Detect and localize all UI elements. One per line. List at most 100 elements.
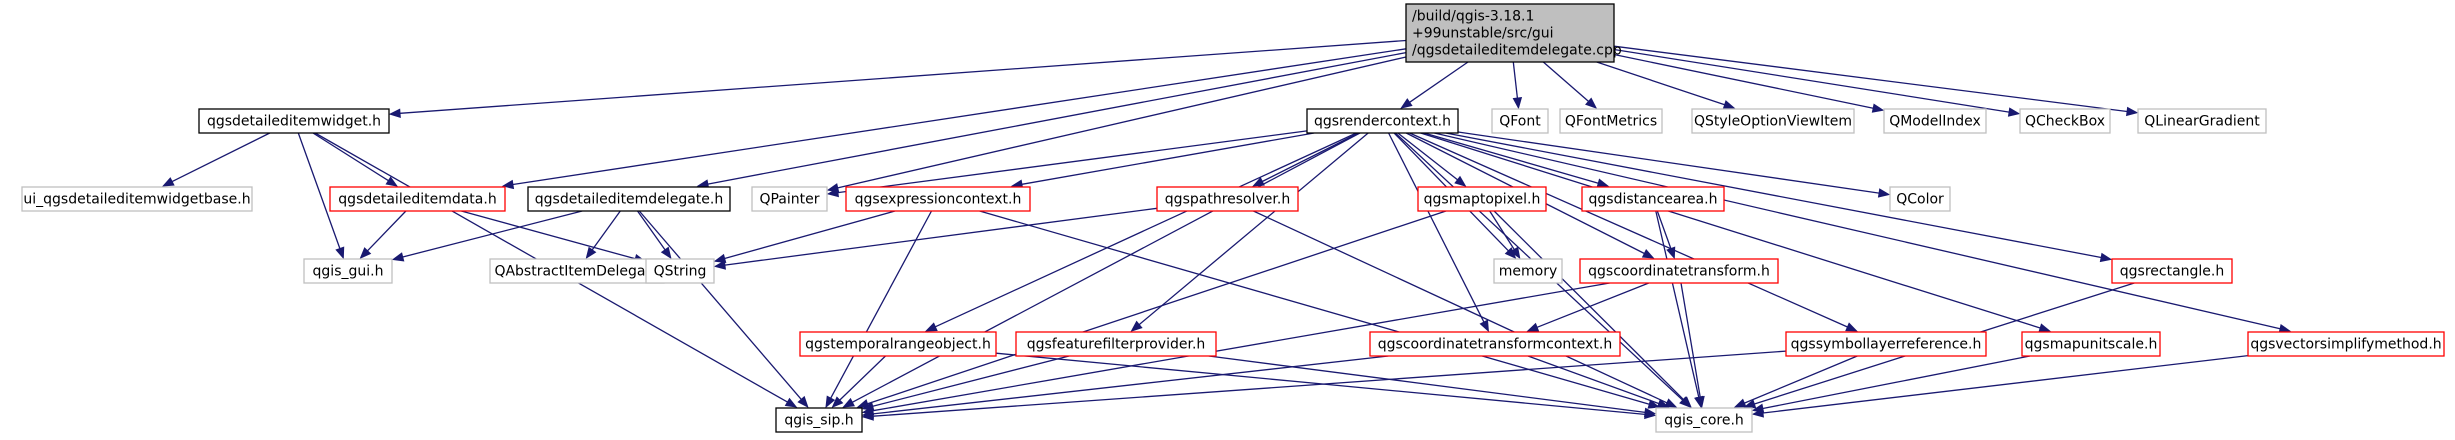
- node-data-h[interactable]: qgsdetaileditemdata.h: [329, 186, 506, 212]
- edge-line: [1262, 132, 1359, 183]
- edge-line: [1744, 355, 1858, 404]
- node-label: QStyleOptionViewItem: [1694, 114, 1852, 130]
- edge-arrowhead: [831, 396, 844, 408]
- edge-arrowhead: [1400, 98, 1413, 109]
- node-box: [2137, 108, 2267, 134]
- edge-root-to-qstyleoption: [1596, 61, 1736, 110]
- node-delegate-h[interactable]: qgsdetaileditemdelegate.h: [527, 186, 731, 212]
- node-path-h[interactable]: qgspathresolver.h: [1156, 186, 1299, 212]
- node-dist-h[interactable]: qgsdistancearea.h: [1581, 186, 1725, 212]
- edge-line: [1138, 132, 1369, 326]
- edge-render_h-to-qpainter: [826, 130, 1308, 198]
- edge-arrowhead: [1526, 322, 1540, 332]
- edge-arrowhead: [842, 397, 855, 408]
- edge-line: [367, 210, 407, 252]
- edge-line: [979, 210, 1650, 405]
- edge-line: [1388, 132, 1485, 323]
- node-label: +99unstable/src/gui: [1412, 26, 1554, 42]
- node-ctc-h[interactable]: qgscoordinatetransformcontext.h: [1369, 331, 1621, 357]
- edge-root-to-qcheckbox: [1613, 48, 2021, 117]
- edge-m2p_h-to-memory: [1489, 210, 1521, 260]
- node-box: [1369, 331, 1621, 357]
- node-label: qgis_gui.h: [313, 264, 384, 280]
- edge-arrowhead: [660, 246, 672, 260]
- edge-root-to-qfont: [1512, 61, 1523, 110]
- node-memory: memory: [1493, 258, 1563, 284]
- node-expr-h[interactable]: qgsexpressioncontext.h: [845, 186, 1031, 212]
- edge-line: [171, 132, 271, 183]
- edge-arrowhead: [713, 260, 726, 270]
- edge-arrowhead: [1130, 320, 1143, 332]
- edge-line: [1762, 354, 2249, 414]
- node-rect-h[interactable]: qgsrectangle.h: [2111, 258, 2233, 284]
- node-box: [1883, 108, 1987, 134]
- node-widget-h[interactable]: qgsdetaileditemwidget.h: [198, 108, 390, 134]
- edge-line: [837, 130, 1308, 194]
- edge-render_h-to-vsm_h: [1434, 132, 2292, 334]
- node-box: [751, 186, 828, 212]
- edge-m2p_h-to-core_h: [1493, 210, 1692, 408]
- node-filter-h[interactable]: qgsfeaturefilterprovider.h: [1015, 331, 1217, 357]
- edge-vsm_h-to-core_h: [1751, 354, 2249, 418]
- node-box: [1581, 186, 1725, 212]
- edge-render_h-to-m2p_h: [1397, 132, 1467, 187]
- node-m2p-h[interactable]: qgsmaptopixel.h: [1417, 186, 1547, 212]
- edge-arrowhead: [359, 247, 372, 259]
- node-qstring: QString: [645, 258, 715, 284]
- edge-line: [638, 210, 802, 400]
- node-root[interactable]: /build/qgis-3.18.1+99unstable/src/gui/qg…: [1405, 3, 1622, 63]
- node-box: [329, 186, 506, 212]
- node-label: qgsfeaturefilterprovider.h: [1027, 337, 1206, 353]
- edge-line: [872, 350, 1787, 417]
- node-symref-h[interactable]: qgssymbollayerreference.h: [1785, 331, 1987, 357]
- node-sip-h[interactable]: qgis_sip.h: [775, 407, 863, 433]
- node-box: [2111, 258, 2233, 284]
- edge-temporal_h-to-sip_h: [831, 355, 886, 408]
- node-label: qgsrendercontext.h: [1314, 114, 1451, 130]
- edge-line: [1596, 61, 1725, 106]
- edge-line: [1655, 210, 1700, 398]
- node-unitscale-h[interactable]: qgsmapunitscale.h: [2021, 331, 2161, 357]
- edge-line: [591, 210, 621, 251]
- node-box: [1493, 258, 1563, 284]
- edge-dist_h-to-coord_h: [1656, 210, 1676, 260]
- edge-arrowhead: [1845, 322, 1858, 332]
- node-render-h[interactable]: qgsrendercontext.h: [1306, 108, 1459, 134]
- edge-arrowhead: [1664, 398, 1678, 408]
- edge-root-to-data_h: [501, 48, 1407, 190]
- node-label: qgis_sip.h: [784, 413, 853, 429]
- node-box: [799, 331, 997, 357]
- edge-line: [1493, 210, 1685, 401]
- node-label: ui_qgsdetaileditemwidgetbase.h: [23, 192, 250, 208]
- edge-path_h-to-qstring: [713, 207, 1158, 270]
- edge-line: [935, 132, 1357, 328]
- node-box: [845, 186, 1031, 212]
- edge-line: [1409, 61, 1469, 103]
- edge-symref_h-to-sip_h: [861, 350, 1787, 421]
- edge-line: [1656, 210, 1672, 249]
- edge-arrowhead: [2007, 107, 2021, 117]
- node-label: qgsdetaileditemdelegate.h: [535, 192, 723, 208]
- edge-arrowhead: [1877, 188, 1891, 198]
- edge-arrowhead: [1666, 246, 1676, 260]
- edge-expr_h-to-core_h: [979, 210, 1661, 409]
- graph-edges: [161, 39, 2292, 421]
- node-box: [1405, 3, 1615, 63]
- node-box: [1785, 331, 1987, 357]
- edge-render_h-to-path_h: [1252, 132, 1359, 187]
- node-box: [1579, 258, 1779, 284]
- edge-arrowhead: [1510, 246, 1521, 260]
- node-box: [489, 258, 665, 284]
- node-vsm-h[interactable]: qgsvectorsimplifymethod.h: [2247, 331, 2445, 357]
- edge-render_h-to-symref_h: [1409, 132, 1858, 332]
- edge-line: [1613, 53, 1874, 109]
- node-box: [1417, 186, 1547, 212]
- edge-arrowhead: [861, 401, 875, 411]
- node-box: [1015, 331, 1217, 357]
- node-coord-h[interactable]: qgscoordinatetransform.h: [1579, 258, 1779, 284]
- node-label: qgsdetaileditemdata.h: [338, 192, 496, 208]
- node-temporal-h[interactable]: qgstemporalrangeobject.h: [799, 331, 997, 357]
- edge-widget_h-to-data_h: [312, 132, 399, 187]
- edge-line: [461, 210, 636, 260]
